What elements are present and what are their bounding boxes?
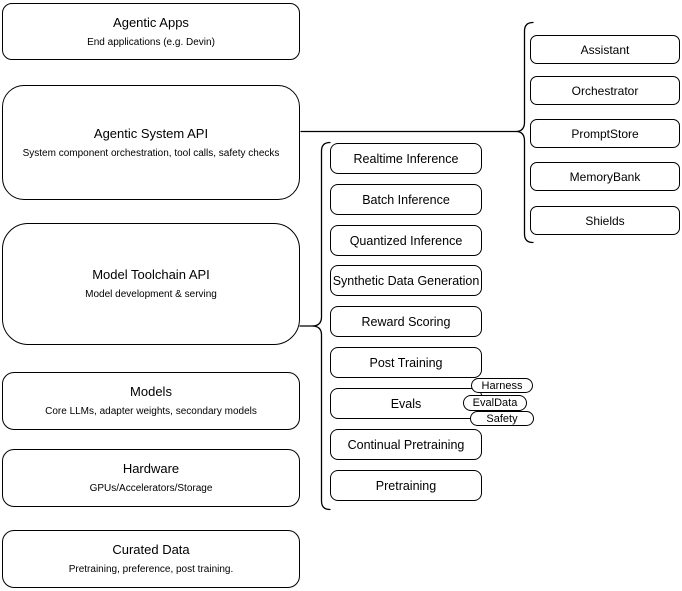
- brace-toolchain-group: [311, 141, 331, 511]
- node-subtitle: GPUs/Accelerators/Storage: [89, 483, 213, 494]
- node-subtitle: Model development & serving: [85, 289, 217, 300]
- toolchain-item-pretraining: Pretraining: [330, 470, 482, 501]
- node-subtitle: Core LLMs, adapter weights, secondary mo…: [45, 406, 257, 417]
- node-agentic-system-api: Agentic System API System component orch…: [2, 85, 300, 200]
- toolchain-item-post-training: Post Training: [330, 347, 482, 378]
- node-subtitle: End applications (e.g. Devin): [87, 36, 215, 48]
- component-assistant: Assistant: [530, 35, 680, 64]
- node-label: Evals: [390, 396, 422, 411]
- node-label: PromptStore: [571, 126, 639, 141]
- node-label: Pretraining: [375, 478, 437, 493]
- node-label: Realtime Inference: [353, 151, 459, 166]
- node-label: Reward Scoring: [361, 314, 451, 329]
- node-hardware: Hardware GPUs/Accelerators/Storage: [2, 449, 300, 507]
- node-model-toolchain-api: Model Toolchain API Model development & …: [2, 223, 300, 345]
- node-label: Continual Pretraining: [347, 437, 465, 452]
- node-label: Batch Inference: [362, 192, 450, 207]
- node-label: Assistant: [580, 42, 630, 57]
- node-models: Models Core LLMs, adapter weights, secon…: [2, 372, 300, 430]
- node-title: Hardware: [122, 461, 180, 476]
- node-subtitle: System component orchestration, tool cal…: [22, 147, 280, 159]
- node-subtitle: Pretraining, preference, post training.: [68, 564, 234, 575]
- toolchain-item-batch-inference: Batch Inference: [330, 184, 482, 215]
- node-label: Shields: [585, 213, 625, 228]
- component-shields: Shields: [530, 206, 680, 235]
- toolchain-item-synthetic-data-generation: Synthetic Data Generation: [330, 265, 482, 296]
- node-label: Post Training: [369, 355, 443, 370]
- node-label: Orchestrator: [571, 83, 639, 98]
- node-label: MemoryBank: [569, 169, 641, 184]
- node-curated-data: Curated Data Pretraining, preference, po…: [2, 530, 300, 588]
- toolchain-item-evals: Evals: [330, 388, 482, 419]
- pill-label: Harness: [481, 379, 523, 392]
- node-title: Model Toolchain API: [92, 267, 210, 282]
- toolchain-item-reward-scoring: Reward Scoring: [330, 306, 482, 337]
- node-label: Quantized Inference: [349, 233, 463, 248]
- node-title: Agentic System API: [93, 125, 209, 141]
- node-label: Synthetic Data Generation: [332, 273, 480, 288]
- pill-label: EvalData: [472, 397, 518, 409]
- component-orchestrator: Orchestrator: [530, 76, 680, 105]
- toolchain-item-realtime-inference: Realtime Inference: [330, 143, 482, 174]
- brace-system-components-group: [515, 21, 534, 244]
- toolchain-item-continual-pretraining: Continual Pretraining: [330, 429, 482, 460]
- pill-label: Safety: [486, 412, 518, 425]
- node-title: Models: [130, 384, 172, 399]
- node-title: Agentic Apps: [113, 14, 189, 30]
- node-agentic-apps: Agentic Apps End applications (e.g. Devi…: [2, 3, 300, 60]
- component-promptstore: PromptStore: [530, 119, 680, 148]
- eval-tag-evaldata: EvalData: [463, 395, 527, 411]
- node-title: Curated Data: [112, 542, 190, 557]
- eval-tag-safety: Safety: [470, 411, 534, 426]
- toolchain-item-quantized-inference: Quantized Inference: [330, 225, 482, 256]
- component-memorybank: MemoryBank: [530, 162, 680, 191]
- eval-tag-harness: Harness: [471, 378, 533, 393]
